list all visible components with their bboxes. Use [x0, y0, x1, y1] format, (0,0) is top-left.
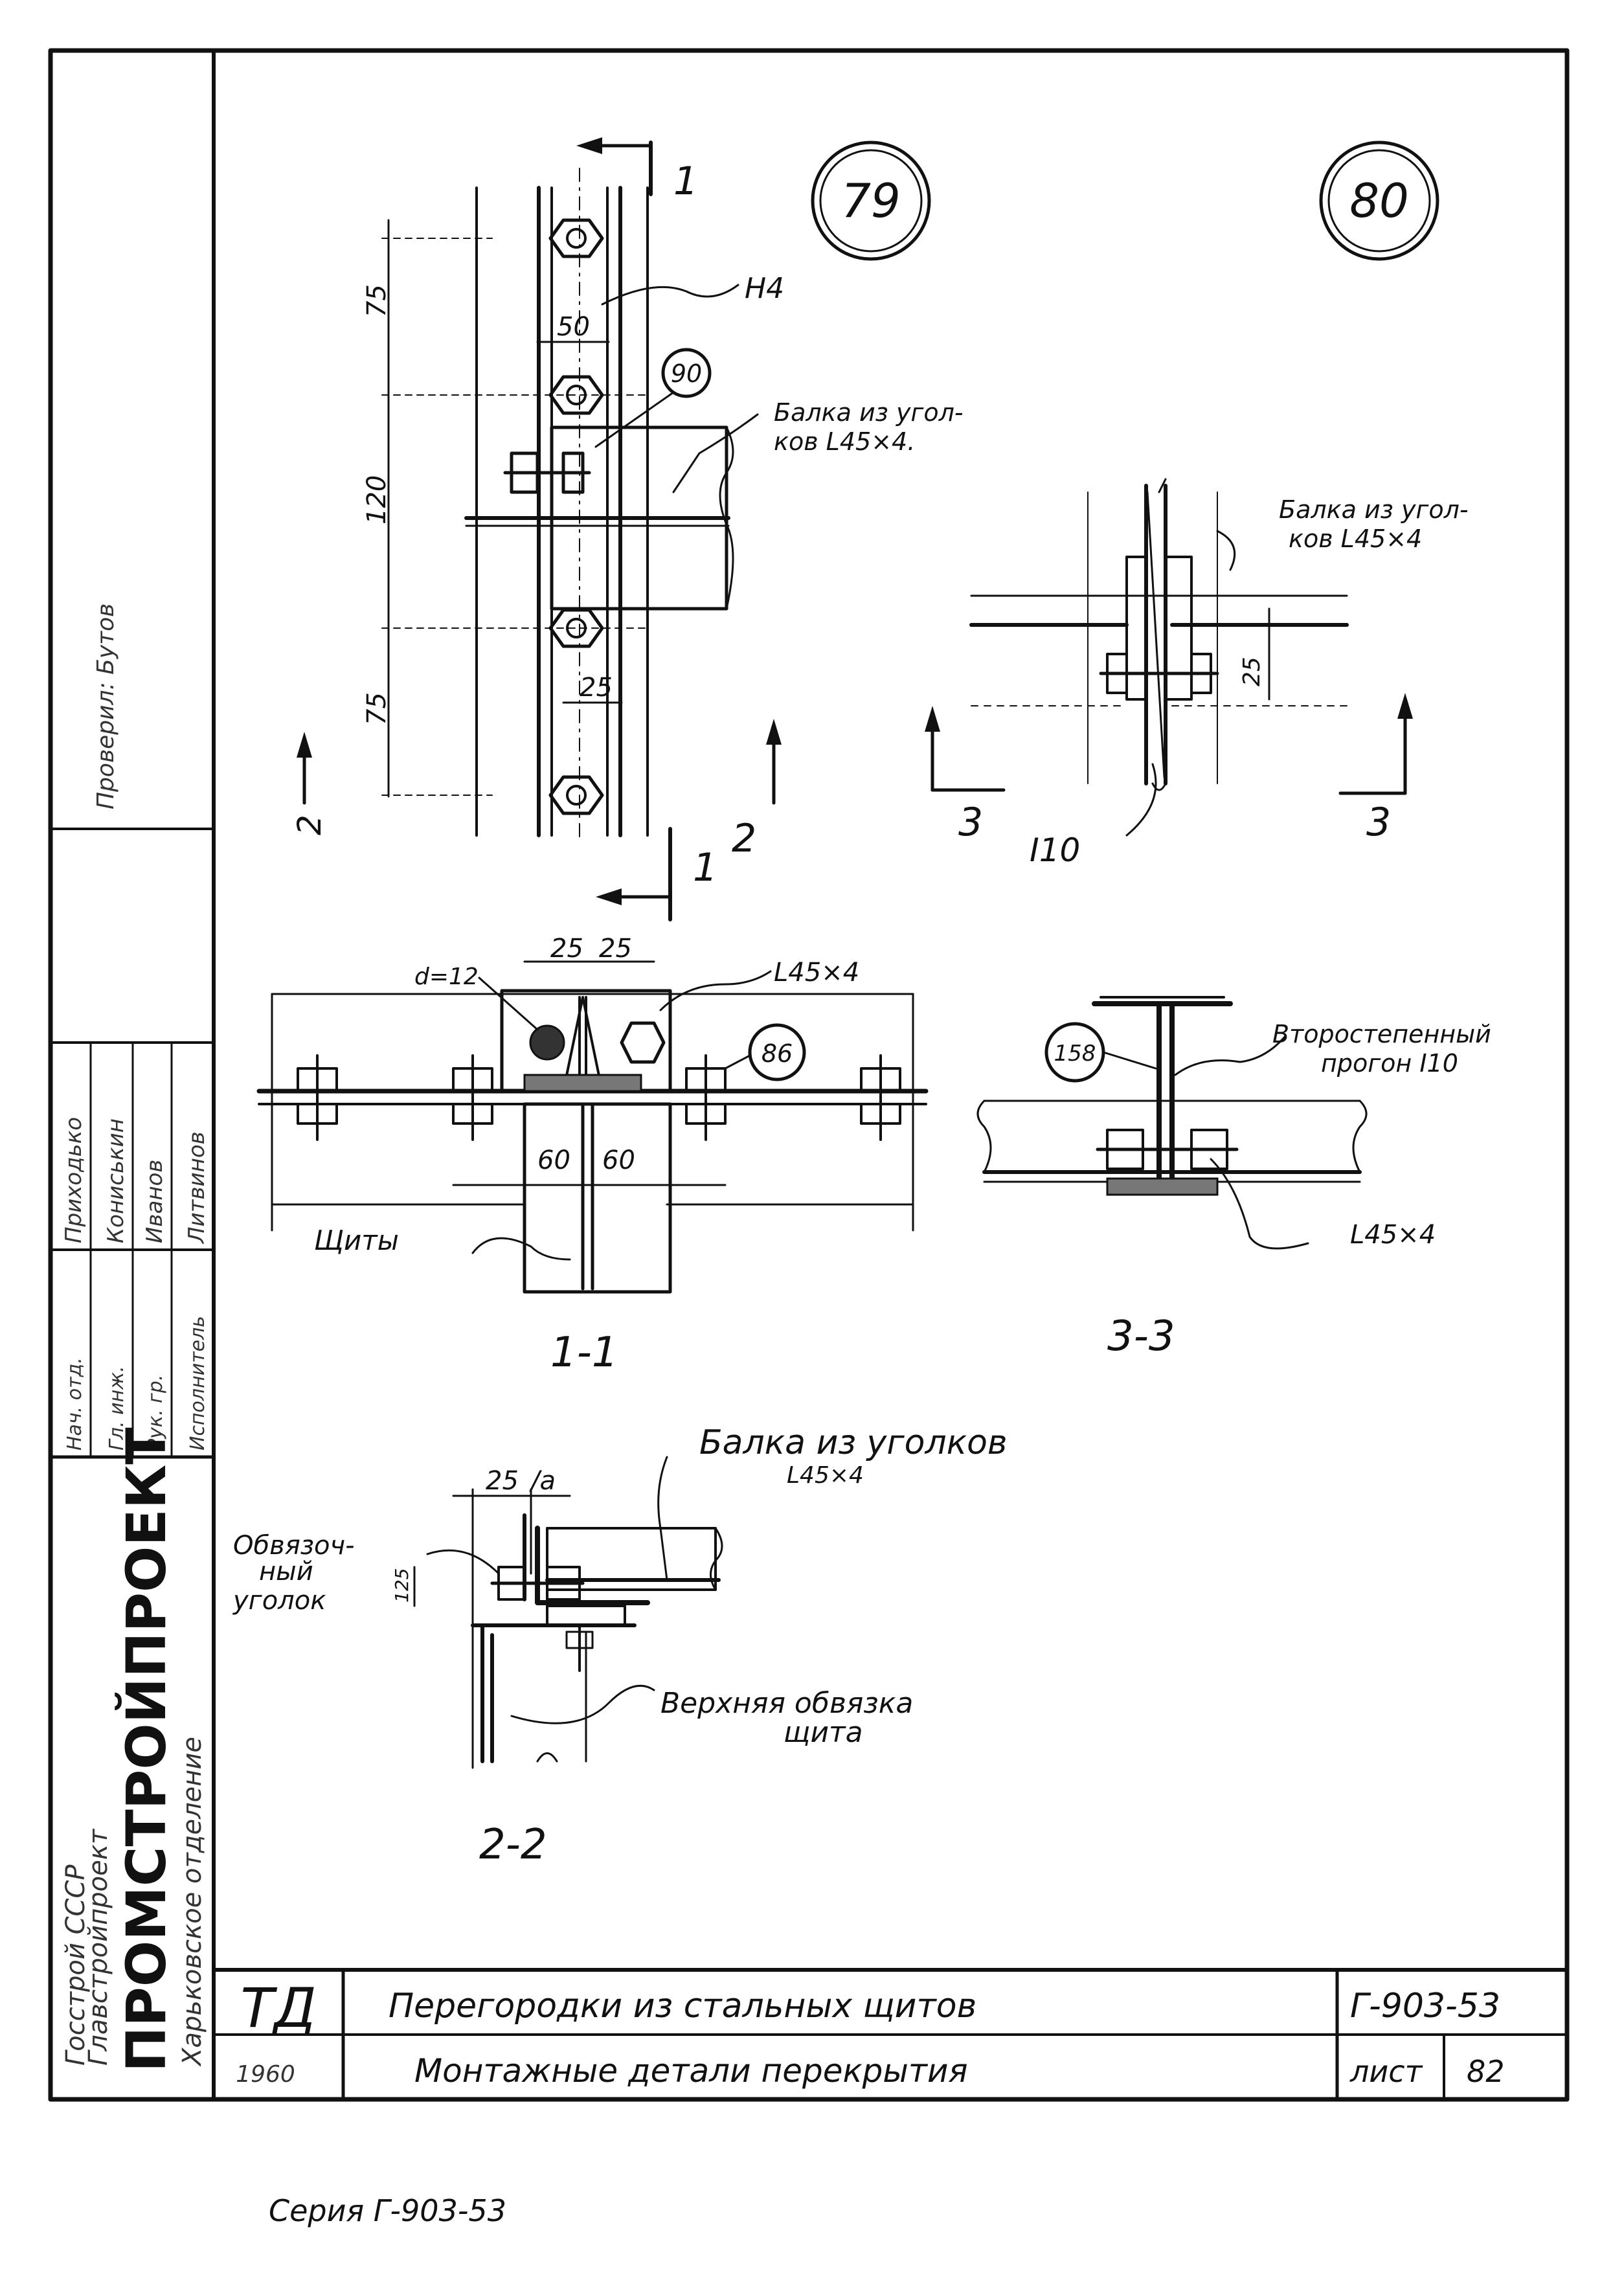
section-2-2: 25 /a 125 Балка из уголков L45×4 Обвязоч…: [232, 1423, 1008, 1869]
title-code: Г-903-53: [1350, 1987, 1500, 2026]
stamp-role-3: Рук. гр.: [144, 1375, 167, 1451]
view3-beam-label-line1: Балка из угол-: [1279, 495, 1469, 524]
s33-beam-line1: Второстепенный: [1272, 1020, 1491, 1048]
view3-dim-25: 25: [1239, 657, 1265, 686]
elev-dim-75-bottom: 75: [362, 692, 392, 725]
title-sheet-label: лист: [1349, 2054, 1423, 2089]
s33-angle: L45×4: [1350, 1220, 1436, 1250]
side-stamp: Проверил: Бутов Приходько Кониськин Иван…: [49, 604, 216, 2072]
s11-dim-25a: 25: [550, 934, 583, 964]
marker-79: 79: [811, 141, 931, 261]
cut2-right: 2: [732, 816, 756, 861]
elev-dim-120: 120: [362, 475, 392, 525]
section-arrow-icon: [596, 888, 622, 905]
bolt-hex-icon: [548, 775, 604, 815]
stamp-name-4: Литвинов: [184, 1131, 210, 1245]
s22-beam-profile: L45×4: [787, 1462, 864, 1489]
s11-dim-60b: 60: [602, 1146, 635, 1175]
stamp-org2: Главстройпроект: [84, 1828, 113, 2066]
title-block: ТД 1960 Перегородки из стальных щитов Мо…: [212, 1968, 1569, 2101]
view3-beam-label-line2: ков L45×4: [1289, 525, 1422, 553]
s22-title: 2-2: [479, 1821, 547, 1869]
stamp-name-1: Приходько: [61, 1117, 87, 1243]
elev-beam-label-line2: ков L45×4.: [774, 427, 915, 456]
cut2-left: 2: [291, 815, 328, 835]
marker-79-label: 79: [841, 174, 901, 228]
marker-80-label: 80: [1349, 174, 1409, 228]
s11-dim-25b: 25: [599, 934, 632, 964]
bolt-hex-icon: [548, 218, 604, 258]
marker-90-label: 90: [671, 359, 702, 388]
stamp-role-1: Нач. отд.: [63, 1357, 86, 1451]
footer-series: Серия Г-903-53: [269, 2193, 506, 2228]
s22-beam-label: Балка из уголков: [699, 1423, 1008, 1462]
s33-beam-line2: прогон I10: [1321, 1049, 1458, 1078]
sheet-frame: [48, 48, 1570, 2102]
s11-dim-60a: 60: [537, 1146, 570, 1175]
s22-frame-line2: щита: [784, 1716, 863, 1749]
cut1-bottom: 1: [693, 845, 717, 890]
title-logo: ТД: [241, 1976, 317, 2040]
marker-86-label: 86: [761, 1039, 793, 1068]
marker-80: 80: [1319, 141, 1439, 261]
section-arrow-icon: [297, 732, 312, 758]
cut3-right: 3: [1366, 800, 1391, 845]
stamp-name-3: Иванов: [142, 1160, 168, 1243]
section-3-3: 158 Второстепенный прогон I10 L45×4 3-3: [976, 996, 1491, 1360]
section-arrow-icon: [925, 706, 940, 732]
elev-dim-50: 50: [557, 312, 590, 342]
section-1-1: 25 25 d=12 L45×4 86 60 60 Щиты 1-1: [256, 934, 929, 1377]
stamp-org-main: ПРОМСТРОЙПРОЕКТ: [115, 1427, 178, 2072]
s11-title: 1-1: [550, 1329, 618, 1377]
section-arrow-icon: [766, 719, 782, 745]
s22-dim-25: 25: [486, 1466, 519, 1496]
s11-angle: L45×4: [774, 958, 859, 988]
bolt-hex-icon: [620, 1021, 666, 1064]
cut1-top: 1: [673, 159, 698, 204]
s22-angle-line2: ный: [259, 1557, 313, 1586]
bolt-icon: [685, 1054, 727, 1141]
stamp-org1: Госстрой СССР: [61, 1864, 91, 2066]
s22-angle-line3: уголок: [232, 1586, 326, 1616]
elev-beam-label-line1: Балка из угол-: [774, 398, 964, 427]
view3-i10: I10: [1030, 831, 1080, 869]
bolt-icon: [297, 1054, 338, 1141]
title-line2: Монтажные детали перекрытия: [414, 2052, 968, 2090]
s11-d12: d=12: [414, 964, 479, 990]
stamp-checked: Проверил: Бутов: [93, 604, 119, 809]
s22-frame-line1: Верхняя обвязка: [660, 1687, 913, 1720]
marker-86: [748, 1023, 806, 1081]
section-arrow-icon: [1397, 693, 1413, 719]
bolt-icon: [452, 1054, 493, 1141]
elevation-view: 75 120 75 50 25 H4 90 Балка из угол- ков…: [291, 137, 964, 921]
view3-detail: 25 Балка из угол- ков L45×4 I10 3 3: [925, 478, 1469, 869]
cut3-left: 3: [958, 800, 983, 845]
s22-dim-a: /a: [529, 1466, 556, 1496]
stamp-role-2: Гл. инж.: [106, 1366, 128, 1451]
marker-90: [661, 348, 712, 398]
bolt-icon: [860, 1054, 901, 1141]
title-year: 1960: [236, 2061, 295, 2088]
bolt-hole-icon: [529, 1024, 565, 1061]
title-sheet-no: 82: [1467, 2054, 1505, 2089]
stamp-role-4: Исполнитель: [186, 1316, 209, 1451]
stamp-name-2: Кониськин: [103, 1118, 129, 1243]
elev-h4-label: H4: [745, 272, 784, 305]
section-arrow-icon: [576, 137, 602, 154]
stamp-org3: Харьковское отделение: [177, 1737, 207, 2067]
marker-158-label: 158: [1054, 1041, 1096, 1067]
elev-dim-25: 25: [580, 673, 613, 703]
s33-title: 3-3: [1107, 1313, 1175, 1360]
s11-panels: Щиты: [314, 1225, 399, 1256]
title-line1: Перегородки из стальных щитов: [389, 1987, 976, 2026]
s22-dim-125: 125: [391, 1568, 412, 1603]
s22-angle-line1: Обвязоч-: [233, 1531, 355, 1561]
elev-dim-75-top: 75: [362, 284, 392, 317]
